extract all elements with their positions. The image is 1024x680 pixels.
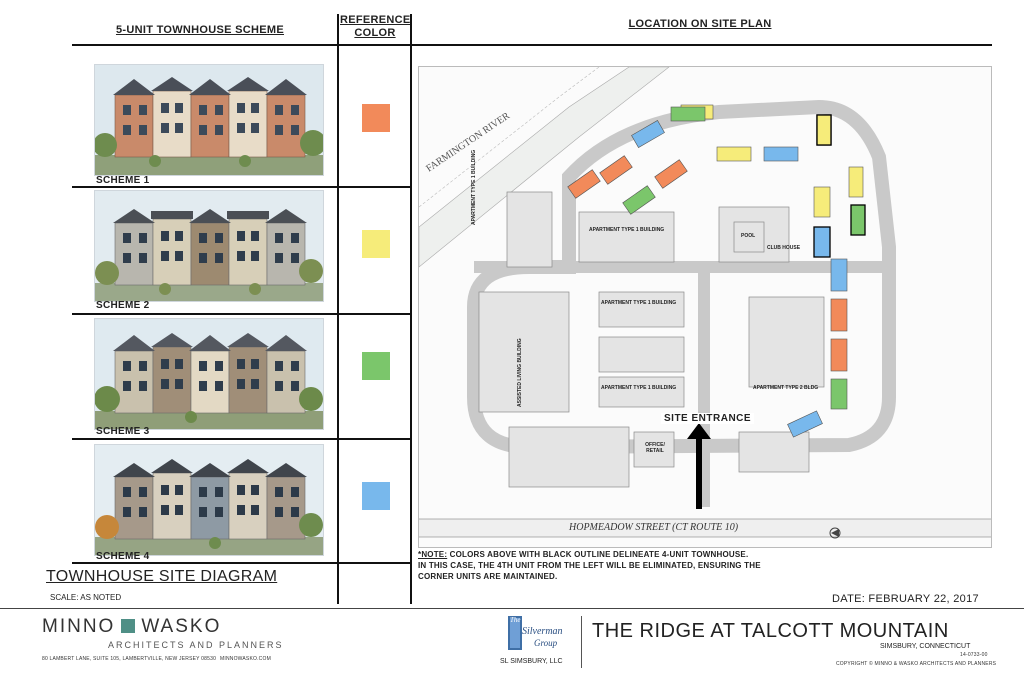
column-divider-2	[410, 14, 412, 604]
project-title: THE RIDGE AT TALCOTT MOUNTAIN	[592, 620, 949, 642]
building-label-apt1-lower: APARTMENT TYPE 1 BUILDING	[601, 385, 677, 391]
scheme-rule-4	[72, 562, 412, 564]
diagram-title: TOWNHOUSE SITE DIAGRAM	[46, 568, 278, 585]
scheme-rule-3	[72, 438, 412, 440]
client-logo-text-1: The	[510, 616, 521, 624]
firm-name-right: WASKO	[141, 616, 222, 637]
firm-subtitle: ARCHITECTS AND PLANNERS	[108, 640, 284, 650]
scheme-4-label: SCHEME 4	[96, 551, 150, 562]
scheme-3-label: SCHEME 3	[96, 426, 150, 437]
scheme-1-color-swatch	[362, 104, 390, 132]
note-line-1: *NOTE: COLORS ABOVE WITH BLACK OUTLINE D…	[418, 549, 838, 560]
note-text-1: COLORS ABOVE WITH BLACK OUTLINE DELINEAT…	[447, 550, 749, 559]
building-label-apt1-top: APARTMENT TYPE 1 BUILDING	[589, 227, 665, 233]
firm-name-left: MINNO	[42, 616, 116, 637]
building-label-apt2: APARTMENT TYPE 2 BLDG	[753, 385, 819, 391]
scheme-3-color-swatch	[362, 352, 390, 380]
street-label: HOPMEADOW STREET (CT ROUTE 10)	[569, 522, 739, 533]
client-logo-emblem	[508, 616, 522, 650]
firm-logo: MINNO WASKO	[42, 616, 221, 638]
note-line-2: IN THIS CASE, THE 4TH UNIT FROM THE LEFT…	[418, 561, 761, 570]
firm-logo-square	[121, 619, 136, 633]
header-rule	[72, 44, 992, 46]
site-plan-drawing	[419, 67, 991, 539]
building-label-apt1-left: APARTMENT TYPE 1 BUILDING	[471, 149, 477, 225]
firm-website: MINNOWASKO.COM	[220, 656, 271, 662]
scheme-1-label: SCHEME 1	[96, 175, 150, 186]
scale-note: SCALE: AS NOTED	[50, 593, 122, 602]
client-logo-text-3: Group	[534, 638, 558, 648]
note-line-3: CORNER UNITS ARE MAINTAINED.	[418, 572, 558, 581]
building-label-assisted: ASSISTED LIVING BUILDING	[517, 338, 523, 407]
copyright: COPYRIGHT © MINNO & WASKO ARCHITECTS AND…	[836, 661, 997, 667]
building-label-office: OFFICE/ RETAIL	[645, 442, 665, 454]
scheme-4-rendering	[94, 444, 324, 556]
footer-rule	[0, 608, 1024, 609]
note-prefix: *NOTE:	[418, 550, 448, 559]
client-logo: The Silverman Group	[508, 614, 572, 654]
project-location: SIMSBURY, CONNECTICUT	[880, 643, 971, 650]
scheme-2-label: SCHEME 2	[96, 300, 150, 311]
building-label-pool: POOL	[741, 233, 756, 239]
site-entrance-label: SITE ENTRANCE	[661, 413, 755, 424]
column-divider-1	[337, 14, 339, 604]
client-name: SL SIMSBURY, LLC	[500, 658, 563, 665]
scheme-4-color-swatch	[362, 482, 390, 510]
scheme-3-rendering	[94, 318, 324, 430]
scheme-2-color-swatch	[362, 230, 390, 258]
outline-note: *NOTE: COLORS ABOVE WITH BLACK OUTLINE D…	[418, 549, 838, 582]
date-stamp: DATE: FEBRUARY 22, 2017	[832, 593, 979, 605]
building-label-club: CLUB HOUSE	[767, 245, 801, 251]
scheme-column-header: 5-UNIT TOWNHOUSE SCHEME	[115, 24, 285, 36]
reference-header-line1: REFERENCE	[340, 14, 411, 26]
scheme-2-rendering	[94, 190, 324, 302]
footer-divider	[581, 616, 582, 668]
location-column-header: LOCATION ON SITE PLAN	[628, 18, 772, 30]
reference-header-line2: COLOR	[354, 27, 396, 39]
scheme-1-rendering	[94, 64, 324, 176]
project-number: 14-0733-00	[960, 652, 988, 658]
site-plan: FARMINGTON RIVER HOPMEADOW STREET (CT RO…	[418, 66, 992, 548]
scheme-rule-2	[72, 313, 412, 315]
firm-address: 80 LAMBERT LANE, SUITE 105, LAMBERTVILLE…	[42, 656, 217, 662]
building-label-apt1-mid: APARTMENT TYPE 1 BUILDING	[601, 300, 677, 306]
client-logo-text-2: Silverman	[522, 626, 563, 637]
scheme-rule-1	[72, 186, 412, 188]
reference-color-header: REFERENCE COLOR	[340, 14, 410, 40]
